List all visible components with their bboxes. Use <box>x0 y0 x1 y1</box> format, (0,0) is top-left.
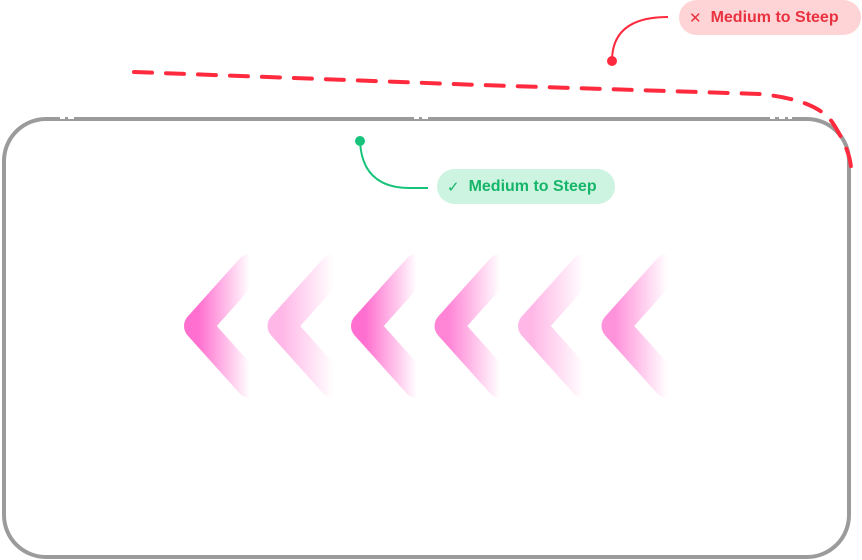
chevron-row <box>184 254 682 398</box>
chevron-left-icon <box>267 254 348 398</box>
correct-anchor-dot <box>355 136 365 146</box>
correct-callout: ✓ Medium to Steep <box>437 169 615 204</box>
frame <box>2 117 851 559</box>
chevron-left-icon <box>351 254 431 398</box>
check-icon: ✓ <box>447 178 460 196</box>
correct-connector <box>359 140 428 189</box>
chevron-left-icon <box>518 254 598 398</box>
chevron-left-icon <box>184 254 264 398</box>
close-icon: ✕ <box>689 9 702 27</box>
correct-callout-label: Medium to Steep <box>468 177 597 195</box>
incorrect-path <box>132 70 853 170</box>
incorrect-callout-label: Medium to Steep <box>710 8 839 26</box>
incorrect-callout: ✕ Medium to Steep <box>679 0 861 35</box>
chevron-left-icon <box>601 254 682 398</box>
frame-tick-marks <box>60 116 792 119</box>
incorrect-connector <box>611 16 669 62</box>
incorrect-anchor-dot <box>607 56 617 66</box>
chevron-left-icon <box>434 254 515 398</box>
